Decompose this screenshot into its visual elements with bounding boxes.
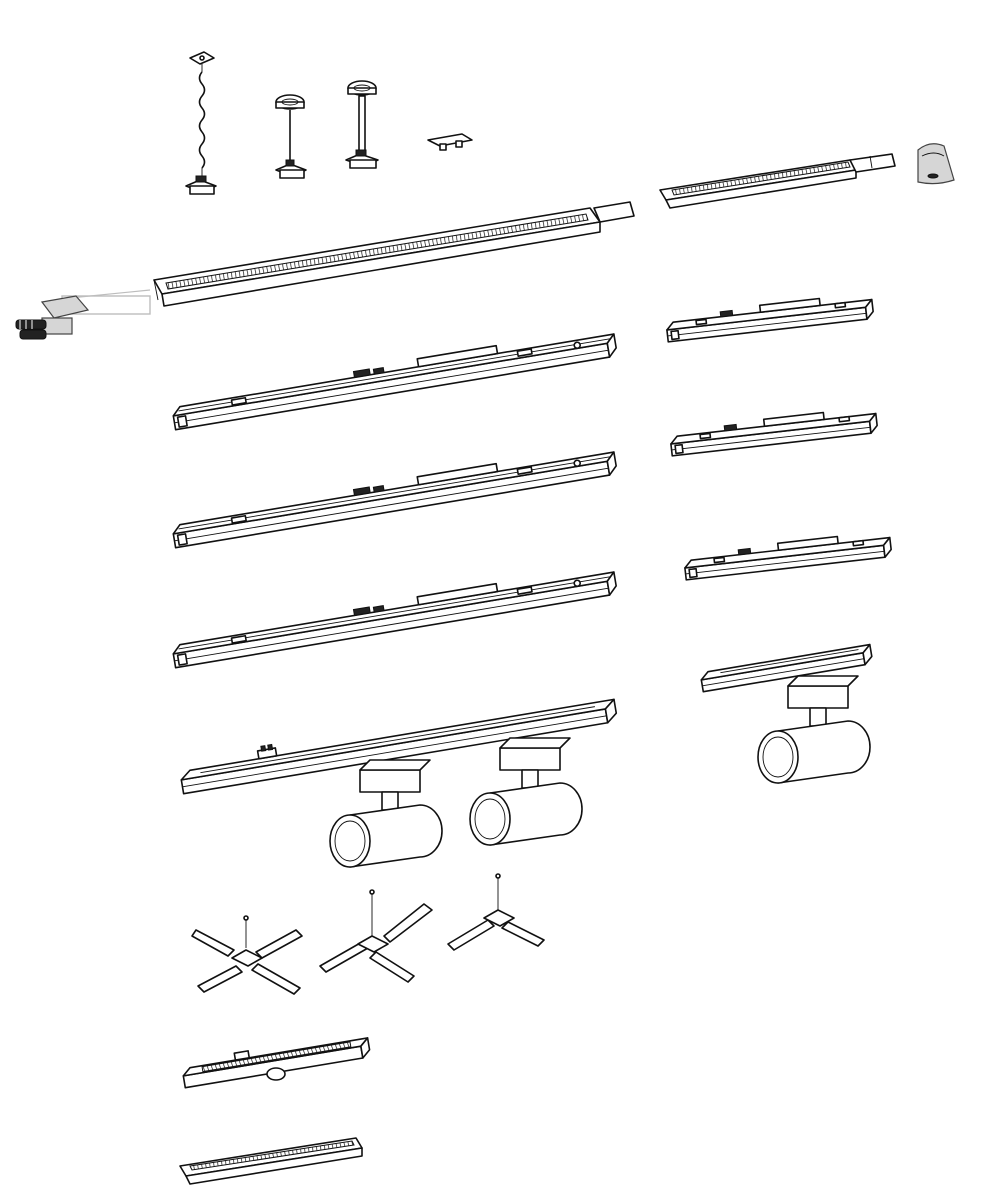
led-module-short — [682, 529, 893, 581]
power-feed-connector — [15, 289, 151, 340]
x-connector — [191, 915, 303, 995]
surface-clip — [427, 133, 473, 151]
cable-gland-icon — [15, 319, 47, 340]
blank-cover — [179, 1137, 363, 1185]
track-adapter-single-spot — [700, 643, 873, 784]
rod-suspension-short — [275, 94, 307, 179]
led-module-short — [664, 291, 875, 343]
sensor-module — [182, 1037, 371, 1089]
chain-suspension — [185, 51, 217, 195]
l-connector — [447, 873, 545, 951]
rail-segment-short — [659, 153, 896, 209]
end-cap — [917, 143, 955, 185]
track-adapter-double-spot — [180, 698, 618, 868]
rod-suspension-long — [345, 80, 379, 169]
led-module-long — [169, 325, 619, 431]
t-connector — [319, 889, 433, 983]
led-module-long — [169, 563, 619, 669]
led-module-short — [668, 405, 879, 457]
rail-long — [153, 201, 635, 307]
led-module-long — [169, 443, 619, 549]
